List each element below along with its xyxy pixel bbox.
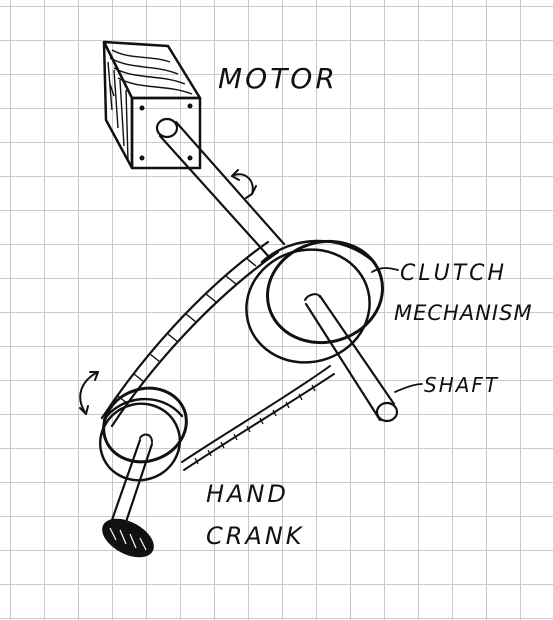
output-shaft	[304, 293, 399, 423]
motor-shaft	[155, 117, 286, 260]
clutch-leader-line	[371, 267, 399, 273]
drive-belt	[100, 240, 335, 471]
hand-crank-label-line2: CRANK	[206, 522, 305, 550]
clutch-label-line1: CLUTCH	[400, 261, 507, 286]
crank-handle	[102, 433, 154, 558]
motor-block	[102, 40, 202, 170]
shaft-label: SHAFT	[424, 373, 499, 397]
shaft-leader-line	[394, 383, 423, 393]
motor-rotation-arrow-icon	[231, 169, 257, 199]
clutch-label-line2: MECHANISM	[394, 301, 533, 325]
hand-crank-label-line1: HAND	[206, 480, 289, 508]
motor-label: MOTOR	[218, 62, 338, 95]
hand-crank-pulley	[98, 386, 188, 482]
clutch-pulley	[245, 239, 384, 364]
crank-rotation-arrow-icon	[79, 371, 99, 415]
